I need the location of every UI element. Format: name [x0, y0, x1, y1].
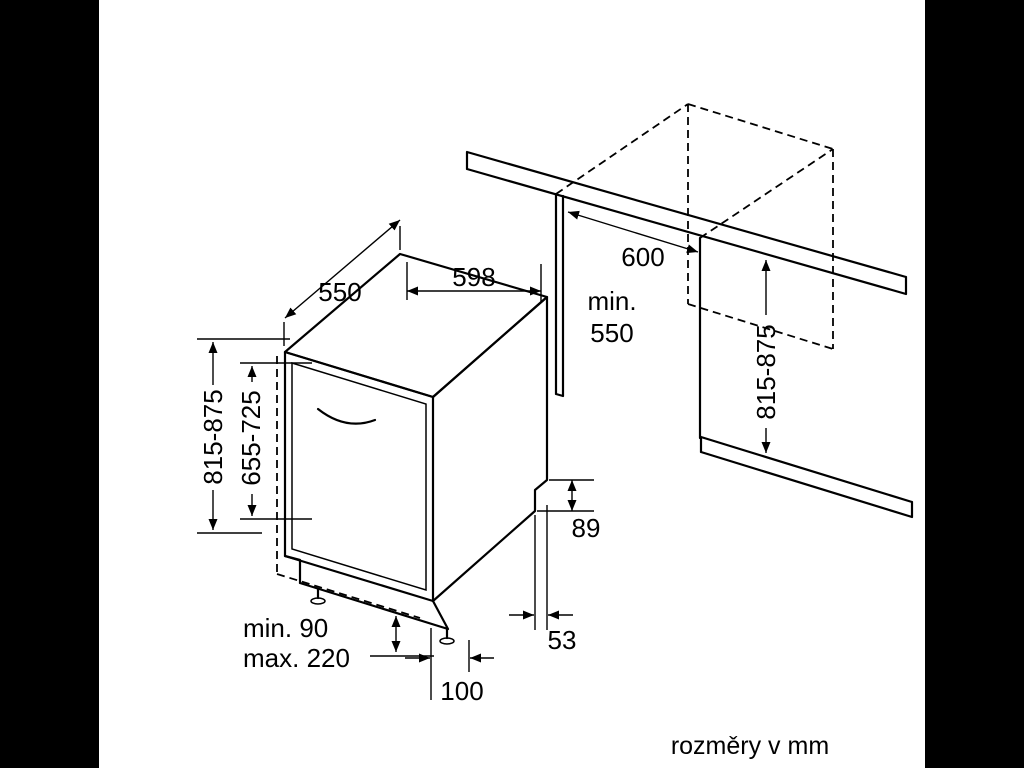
- foot-extension-lines: [430, 628, 470, 700]
- depth-dimension-label: 550: [318, 277, 361, 307]
- door-handle-arc: [316, 407, 377, 425]
- rear-gap-depth-label: 53: [548, 625, 577, 655]
- plinth-min-label: min. 90: [243, 613, 328, 643]
- units-caption: rozměry v mm: [671, 732, 829, 760]
- rear-gap-depth-extension-lines: [534, 505, 548, 630]
- niche-depth-min-prefix-label: min.: [587, 286, 636, 316]
- dishwasher-top-face: [283, 252, 549, 399]
- rear-gap-height-label: 89: [572, 513, 601, 543]
- dishwasher-front-face: [283, 350, 435, 603]
- door-inner-panel: [291, 361, 427, 592]
- dimension-labels: 550 598 815-875 655-725 min. 90 max. 220…: [198, 242, 829, 760]
- niche-width-dimension-label: 600: [621, 242, 664, 272]
- niche-depth-min-value-label: 550: [590, 318, 633, 348]
- front-right-foot-pad: [439, 637, 455, 645]
- niche-width-arrow: [567, 210, 699, 254]
- rear-gap-height-ticks: [537, 479, 594, 512]
- dimension-lines: [197, 210, 771, 700]
- right-letterbox-bar: [925, 0, 1024, 768]
- worktop-lines: [465, 150, 908, 296]
- niche-drawing: [465, 103, 914, 519]
- height-extension-lines: [197, 338, 290, 534]
- depth-extension-lines: [283, 226, 401, 346]
- dishwasher-side-face: [431, 295, 549, 603]
- floor-lines: [699, 435, 914, 519]
- door-height-dimension-label: 655-725: [236, 390, 266, 485]
- door-height-extension-lines: [240, 362, 312, 520]
- niche-left-wall: [554, 192, 565, 398]
- height-dimension-label: 815-875: [198, 389, 228, 484]
- furniture-door-outline: [276, 356, 421, 619]
- niche-hidden-edges: [555, 103, 834, 350]
- left-letterbox-bar: [0, 0, 99, 768]
- depth-dimension-arrow: [284, 219, 401, 319]
- dishwasher-drawing: [276, 252, 549, 645]
- plinth-max-label: max. 220: [243, 643, 350, 673]
- width-dimension-label: 598: [452, 262, 495, 292]
- front-left-foot-pad: [310, 597, 326, 605]
- foot-dimension-label: 100: [440, 676, 483, 706]
- niche-height-dimension-label: 815-875: [751, 324, 781, 419]
